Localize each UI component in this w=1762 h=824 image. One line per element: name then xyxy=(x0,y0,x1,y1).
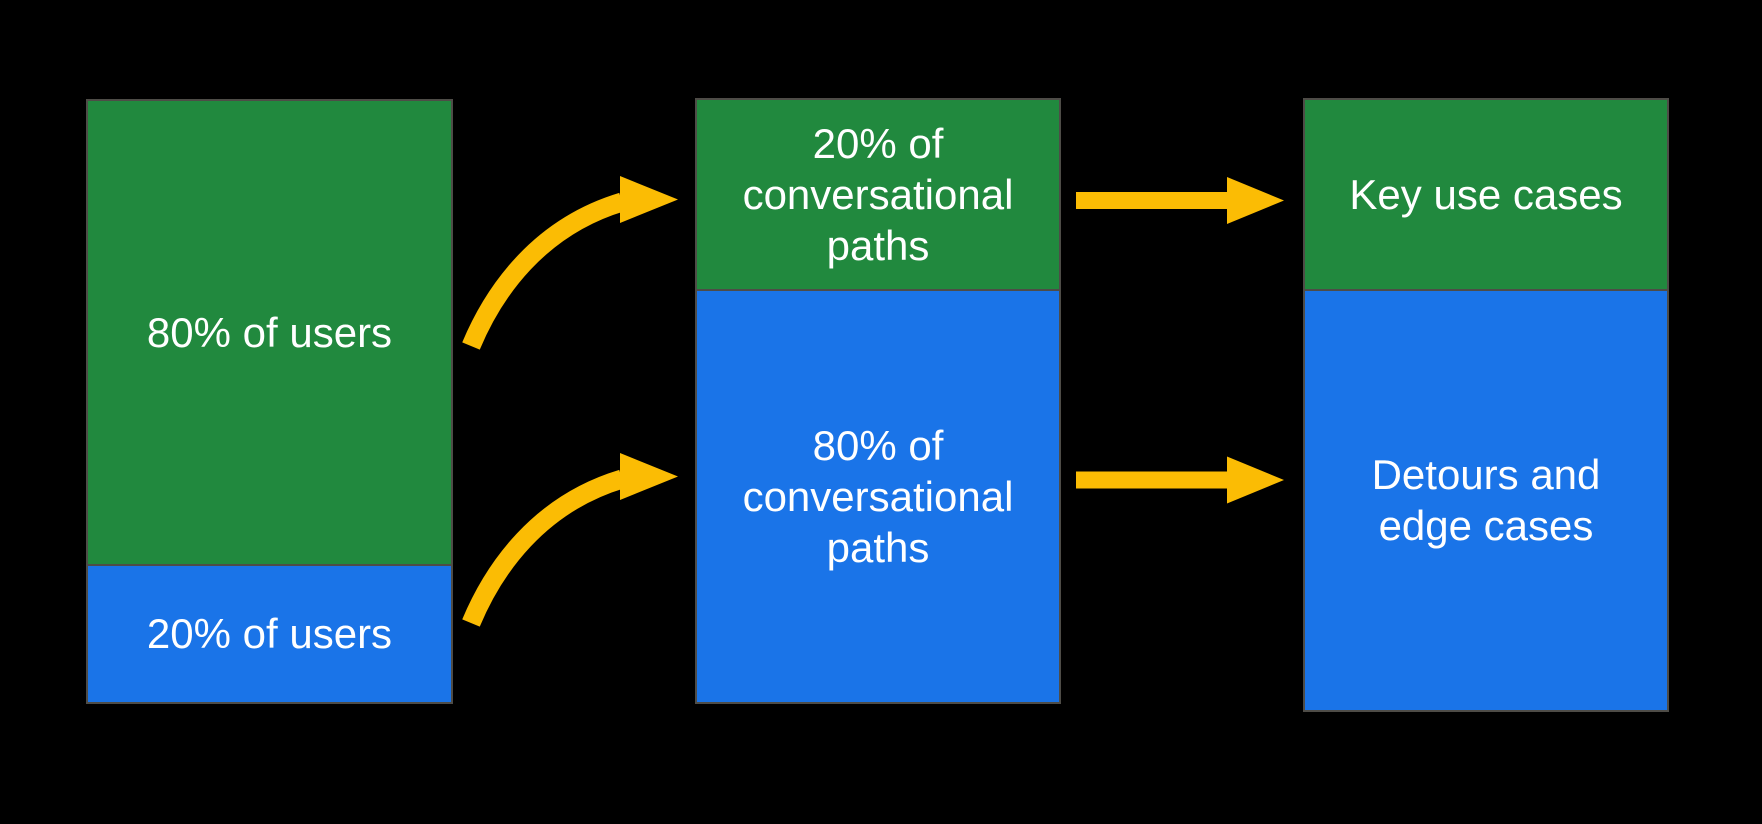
segment-users-80: 80% of users xyxy=(86,99,453,567)
curved-arrow-bottom-icon xyxy=(462,453,678,627)
segment-key-use-cases: Key use cases xyxy=(1303,98,1669,291)
segment-paths-80-label: 80% of conversational paths xyxy=(742,421,1014,572)
straight-arrow-bottom-icon xyxy=(1076,456,1284,504)
segment-paths-80: 80% of conversational paths xyxy=(695,291,1061,704)
bar-column-users: 80% of users 20% of users xyxy=(86,99,453,704)
bar-column-use-cases: Key use cases Detours and edge cases xyxy=(1303,98,1669,712)
segment-detours-edge-cases: Detours and edge cases xyxy=(1303,290,1669,712)
segment-detours-edge-cases-label: Detours and edge cases xyxy=(1371,451,1601,550)
straight-arrow-top-icon xyxy=(1076,177,1284,224)
curved-arrow-top-icon xyxy=(462,176,678,350)
segment-users-20: 20% of users xyxy=(86,566,453,704)
segment-paths-20-label: 20% of conversational paths xyxy=(742,119,1014,270)
segment-users-80-label: 80% of users xyxy=(146,308,393,356)
segment-users-20-label: 20% of users xyxy=(146,610,393,658)
bar-column-conversational-paths: 20% of conversational paths 80% of conve… xyxy=(695,98,1061,704)
segment-key-use-cases-label: Key use cases xyxy=(1349,170,1623,218)
segment-paths-20: 20% of conversational paths xyxy=(695,98,1061,292)
